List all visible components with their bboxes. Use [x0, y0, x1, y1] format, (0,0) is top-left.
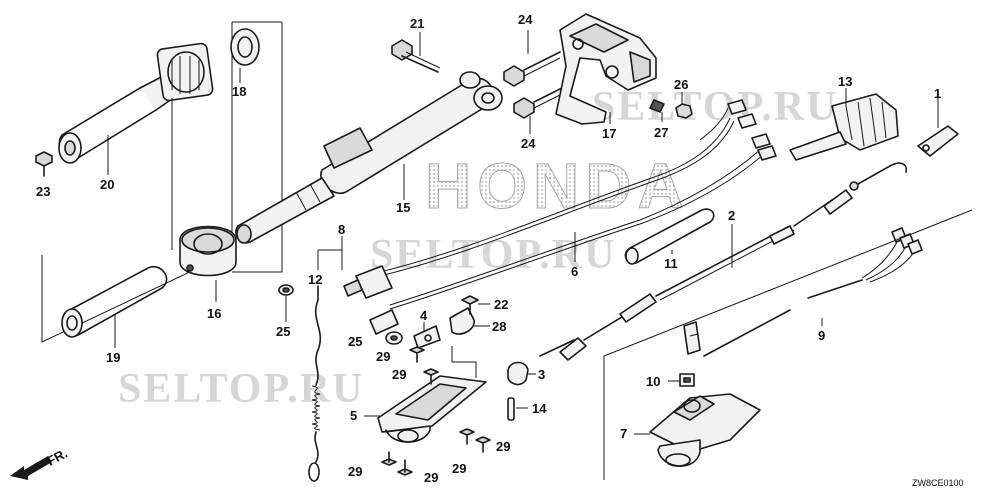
callout-6: 6: [571, 264, 578, 279]
forward-arrow: [10, 456, 52, 480]
part-12-lanyard: [308, 285, 322, 482]
callout-7: 7: [620, 426, 627, 441]
callout-20: 20: [100, 177, 114, 192]
part-2-throttle-cable: [539, 162, 908, 361]
callout-9: 9: [818, 328, 825, 343]
callout-25b: 25: [348, 334, 362, 349]
callout-29a: 29: [376, 349, 390, 364]
part-25-grommet-lower: [385, 331, 403, 345]
part-26-nut: [675, 92, 693, 119]
callout-13: 13: [838, 74, 852, 89]
part-11-protector-tube: [624, 208, 715, 265]
callout-2: 2: [728, 208, 735, 223]
callout-24a: 24: [518, 12, 533, 27]
part-10-stopper: [668, 321, 701, 387]
callout-23: 23: [36, 184, 50, 199]
callout-24b: 24: [521, 136, 536, 151]
callout-29d: 29: [452, 461, 466, 476]
part-19-grip: [61, 265, 168, 348]
part-21-bolt: [391, 32, 441, 73]
wiring-harness: [379, 99, 777, 310]
seltop-watermark-top: SELTOP.RU: [592, 84, 838, 130]
cable-group-bracket: [603, 209, 973, 480]
part-22-screw: [461, 295, 490, 315]
part-4-clamp: [413, 322, 441, 349]
callout-10: 10: [646, 374, 660, 389]
callout-14: 14: [532, 401, 547, 416]
brand-watermark: HONDA: [425, 150, 690, 222]
part-24-bolt-upper: [503, 30, 561, 87]
callout-19: 19: [106, 350, 120, 365]
callout-28: 28: [492, 319, 506, 334]
part-14-pin: [507, 397, 528, 421]
callout-11: 11: [664, 256, 678, 271]
callout-4: 4: [420, 308, 428, 323]
part-5-holder: [364, 346, 487, 443]
callout-8: 8: [338, 222, 345, 237]
callout-15: 15: [396, 200, 410, 215]
callout-21: 21: [410, 16, 424, 31]
callout-29e: 29: [348, 464, 362, 479]
part-3-cap: [507, 361, 536, 386]
callout-12: 12: [308, 272, 322, 287]
callout-3: 3: [538, 367, 545, 382]
forward-label: FR.: [44, 446, 70, 469]
part-1-clip: [917, 98, 959, 157]
part-16-throttle-drum: [179, 225, 237, 302]
callout-17: 17: [602, 126, 616, 141]
seltop-watermark-bottom: SELTOP.RU: [118, 366, 364, 412]
part-8-stop-switch: [317, 236, 399, 335]
seltop-watermark-middle: SELTOP.RU: [370, 232, 616, 278]
part-25-grommet-upper: [278, 284, 294, 322]
callout-27: 27: [654, 125, 668, 140]
callout-26: 26: [674, 77, 688, 92]
part-29-screws: [381, 346, 491, 476]
callout-29b: 29: [392, 367, 406, 382]
callout-5: 5: [350, 408, 357, 423]
throttle-drum-upper: [156, 42, 233, 250]
part-13-switch: [789, 88, 899, 161]
callout-25a: 25: [276, 324, 290, 339]
part-18-ring: [230, 28, 260, 83]
part-7-holder: [634, 393, 761, 467]
callout-18: 18: [232, 84, 246, 99]
callout-22: 22: [494, 297, 508, 312]
part-27-washer: [649, 99, 665, 122]
part-15-tiller-handle: [235, 71, 503, 244]
part-23-screw: [35, 151, 53, 177]
callout-16: 16: [207, 306, 221, 321]
callout-29c: 29: [496, 439, 510, 454]
part-9-wire-harness: [703, 227, 923, 357]
diagram-code: ZW8CE0100: [912, 478, 964, 488]
part-28-clamp: [449, 307, 490, 335]
part-17-tiller-bracket: [555, 13, 657, 125]
callout-29f: 29: [424, 470, 438, 485]
callout-1: 1: [934, 86, 941, 101]
